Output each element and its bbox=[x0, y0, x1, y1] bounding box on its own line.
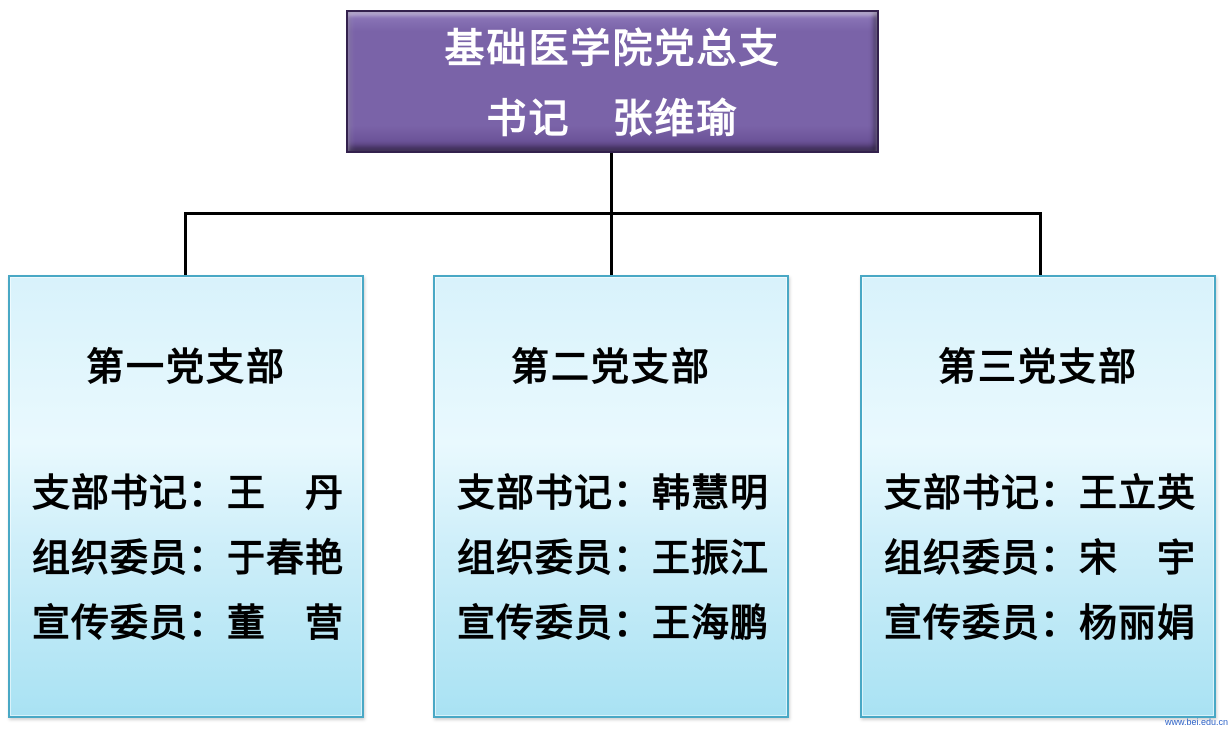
branch-1-members: 支部书记：王 丹 组织委员：于春艳 宣传委员：董 营 bbox=[10, 462, 362, 657]
branch-node-1: 第一党支部 支部书记：王 丹 组织委员：于春艳 宣传委员：董 营 bbox=[8, 275, 364, 718]
branch-2-members: 支部书记：韩慧明 组织委员：王振江 宣传委员：王海鹏 bbox=[435, 462, 787, 657]
watermark-url: www.bei.edu.cn bbox=[1164, 717, 1228, 727]
branch-1-member-publicity: 宣传委员：董 营 bbox=[32, 603, 345, 645]
connector-horizontal-bar bbox=[184, 212, 1042, 215]
branch-2-member-organization: 组织委员：王振江 bbox=[457, 538, 770, 580]
branch-1-member-secretary: 支部书记：王 丹 bbox=[32, 473, 345, 515]
branch-3-member-publicity: 宣传委员：杨丽娟 bbox=[884, 603, 1197, 645]
connector-drop-branch-2 bbox=[610, 212, 613, 276]
branch-node-2: 第二党支部 支部书记：韩慧明 组织委员：王振江 宣传委员：王海鹏 bbox=[433, 275, 789, 718]
branch-3-member-secretary: 支部书记：王立英 bbox=[884, 473, 1197, 515]
branch-3-members: 支部书记：王立英 组织委员：宋 宇 宣传委员：杨丽娟 bbox=[862, 462, 1214, 657]
root-node: 基础医学院党总支 书记 张维瑜 bbox=[346, 10, 879, 153]
connector-drop-branch-1 bbox=[184, 212, 187, 276]
root-node-secretary: 书记 张维瑜 bbox=[486, 96, 739, 141]
branch-2-member-publicity: 宣传委员：王海鹏 bbox=[457, 603, 770, 645]
branch-2-title: 第二党支部 bbox=[510, 347, 711, 389]
connector-root-stem bbox=[610, 153, 613, 214]
branch-3-title: 第三党支部 bbox=[937, 347, 1138, 389]
connector-drop-branch-3 bbox=[1039, 212, 1042, 276]
branch-1-title: 第一党支部 bbox=[85, 347, 286, 389]
branch-2-member-secretary: 支部书记：韩慧明 bbox=[457, 473, 770, 515]
root-node-title: 基础医学院党总支 bbox=[444, 26, 781, 71]
branch-1-member-organization: 组织委员：于春艳 bbox=[32, 538, 345, 580]
branch-node-3: 第三党支部 支部书记：王立英 组织委员：宋 宇 宣传委员：杨丽娟 bbox=[860, 275, 1216, 718]
branch-3-member-organization: 组织委员：宋 宇 bbox=[884, 538, 1197, 580]
